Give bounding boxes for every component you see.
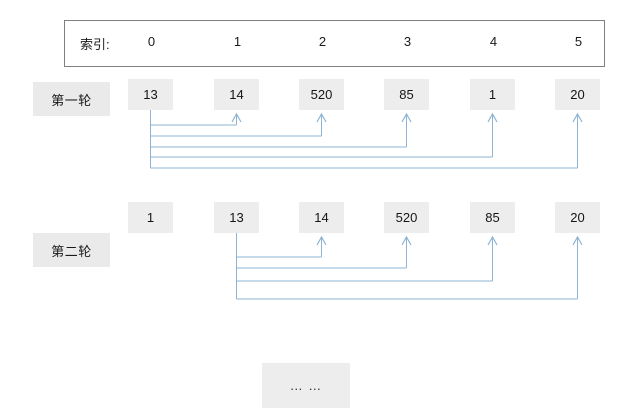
array-cell: 20 <box>555 202 600 233</box>
array-cell: 14 <box>299 202 344 233</box>
index-number-5: 5 <box>574 34 583 49</box>
index-number-1: 1 <box>233 34 242 49</box>
array-cell: 520 <box>299 79 344 110</box>
index-number-4: 4 <box>489 34 498 49</box>
index-number-0: 0 <box>147 34 156 49</box>
index-label: 索引: <box>80 37 110 52</box>
index-number-3: 3 <box>403 34 412 49</box>
continuation-ellipsis-box: … … <box>262 363 350 408</box>
array-cell: 85 <box>470 202 515 233</box>
array-cell: 13 <box>214 202 259 233</box>
index-header-box: 索引: 0 1 2 3 4 5 <box>64 20 605 67</box>
round-label-second: 第二轮 <box>33 233 110 267</box>
array-cell: 20 <box>555 79 600 110</box>
array-cell: 13 <box>128 79 173 110</box>
array-cell: 85 <box>384 79 429 110</box>
array-cell: 1 <box>470 79 515 110</box>
index-number-2: 2 <box>318 34 327 49</box>
array-cell: 520 <box>384 202 429 233</box>
array-cell: 14 <box>214 79 259 110</box>
round-label-first: 第一轮 <box>33 82 110 116</box>
array-cell: 1 <box>128 202 173 233</box>
